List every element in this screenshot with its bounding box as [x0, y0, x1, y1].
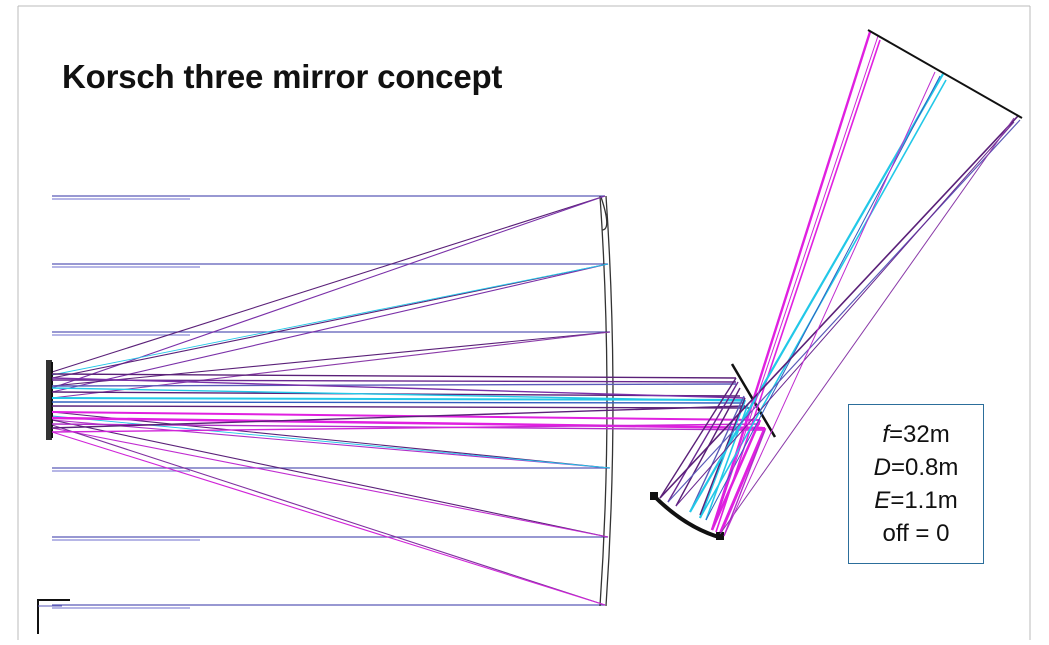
param-symbol: f — [882, 421, 889, 448]
param-value: off = 0 — [882, 520, 950, 547]
offset-param: off = 0 — [883, 517, 950, 550]
tertiary-mirror — [650, 492, 724, 540]
secondary-beam — [51, 373, 766, 433]
focal-length-param: f=32m — [882, 418, 949, 451]
param-value: =32m — [888, 421, 950, 448]
output-rays — [659, 31, 1021, 537]
secondary-mirror — [46, 360, 53, 440]
axis-marker — [37, 599, 70, 634]
diagram-title: Korsch three mirror concept — [62, 58, 503, 95]
diameter-param: D=0.8m — [874, 451, 959, 484]
param-value: =1.1m — [890, 487, 958, 514]
param-value: =0.8m — [890, 454, 959, 481]
parameters-box: f=32m D=0.8m E=1.1m off = 0 — [848, 404, 984, 564]
param-symbol: D — [873, 454, 891, 481]
e-param: E=1.1m — [874, 484, 957, 517]
incoming-rays — [52, 195, 610, 609]
converging-rays — [51, 195, 611, 606]
param-symbol: E — [874, 487, 891, 514]
primary-mirror — [599, 195, 614, 607]
focal-plane — [867, 29, 1023, 119]
